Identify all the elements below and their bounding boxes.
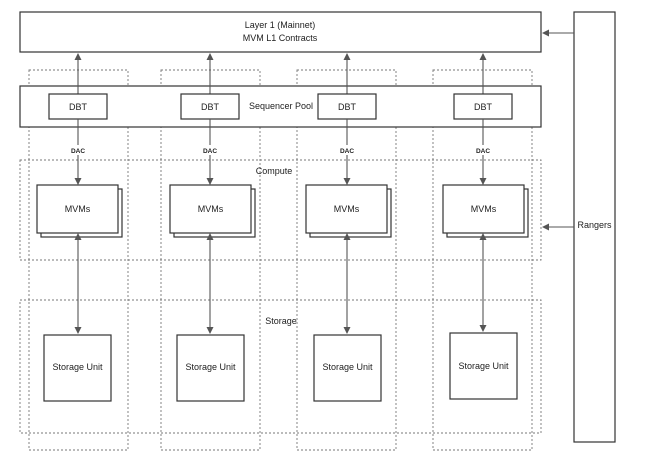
rangers-box: Rangers (573, 11, 616, 443)
layer1-box: Layer 1 (Mainnet) MVM L1 Contracts (19, 11, 542, 53)
storage-unit-label: Storage Unit (52, 362, 103, 372)
column-3: DBT DAC MVMs Storage Unit (305, 53, 392, 402)
mvm-box (442, 184, 525, 234)
mvm-box (36, 184, 119, 234)
dac-label-bg (335, 145, 359, 155)
compute-region (19, 159, 542, 261)
storage-label: Storage (265, 316, 297, 326)
mvm-label: MVMs (334, 204, 360, 214)
mvm-box (305, 184, 388, 234)
storage-unit-box (176, 334, 245, 402)
mvm-label: MVMs (198, 204, 224, 214)
storage-unit-label: Storage Unit (322, 362, 373, 372)
dac-label-bg (471, 145, 495, 155)
dac-label: DAC (203, 148, 217, 155)
rangers-label: Rangers (577, 220, 612, 230)
dac-label: DAC (71, 148, 85, 155)
dbt-box (453, 93, 513, 120)
dbt-box (317, 93, 377, 120)
dbt-label: DBT (338, 102, 357, 112)
storage-unit-label: Storage Unit (458, 361, 509, 371)
storage-region (19, 299, 542, 434)
layer1-line2: MVM L1 Contracts (243, 33, 318, 43)
dac-label-bg (66, 145, 90, 155)
compute-label: Compute (256, 166, 293, 176)
sequencer-pool-label: Sequencer Pool (249, 101, 313, 111)
storage-unit-box (313, 334, 382, 402)
column-1: DBT DAC MVMs Storage Unit (36, 53, 123, 402)
dbt-label: DBT (474, 102, 493, 112)
mvm-label: MVMs (471, 204, 497, 214)
dbt-label: DBT (201, 102, 220, 112)
storage-unit-box (449, 332, 518, 400)
dac-label-bg (198, 145, 222, 155)
layer1-line1: Layer 1 (Mainnet) (245, 20, 316, 30)
dac-label: DAC (340, 148, 354, 155)
dbt-label: DBT (69, 102, 88, 112)
storage-unit-box (43, 334, 112, 402)
storage-unit-label: Storage Unit (185, 362, 236, 372)
column-2: DBT DAC MVMs Storage Unit (169, 53, 256, 402)
mvm-box (169, 184, 252, 234)
column-4: DBT DAC MVMs Storage Unit (442, 53, 529, 400)
dac-label: DAC (476, 148, 490, 155)
mvm-label: MVMs (65, 204, 91, 214)
